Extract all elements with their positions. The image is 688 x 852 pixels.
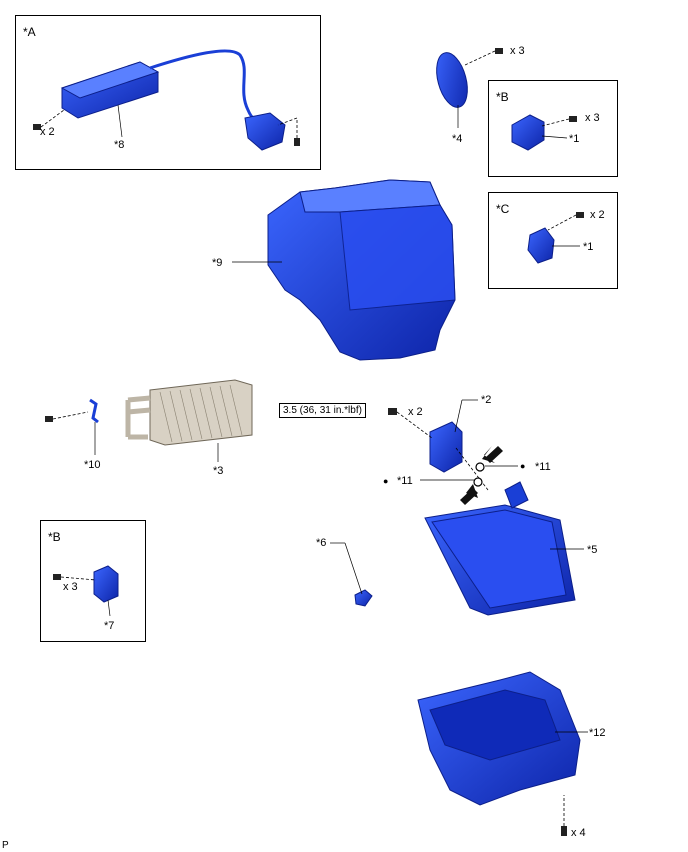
qty-1-c: x 2 [590,209,605,221]
callout-10: *10 [84,459,101,471]
part-1-servo-motor [527,227,580,264]
qty-1-top: x 3 [585,112,600,124]
frame-tag-b-bottom: *B [48,530,61,544]
qty-4: x 3 [510,45,525,57]
bullet-mark: ● [520,461,526,471]
screw-icon [561,795,567,836]
frame-tag-b-top: *B [496,90,509,104]
frame-tag-c: *C [496,202,510,216]
callout-7: *7 [104,620,115,632]
part-2-expansion-valve [429,399,478,473]
arrow-icon [482,446,503,463]
part-4-cover [436,52,468,128]
qty-8: x 2 [40,126,55,138]
screw-icon [541,116,577,127]
screw-icon [277,117,300,146]
screw-icon [45,411,89,422]
screw-icon [547,212,584,231]
part-7-servo-motor [93,565,119,617]
callout-11-right: *11 [535,461,551,473]
callout-1-c: *1 [583,241,594,253]
callout-4: *4 [452,133,463,145]
part-11-o-ring [420,462,518,487]
part-9-air-conditioning-unit-case [232,179,456,361]
screw-icon [464,48,503,66]
screw-icon [33,109,65,130]
inset-frame-b-bottom [40,520,146,642]
callout-3: *3 [213,465,224,477]
callout-9: *9 [212,257,223,269]
screw-icon [53,574,97,581]
part-10-clamp [89,398,99,455]
screw-icon [388,408,489,491]
part-5-evaporator [424,481,584,616]
qty-2: x 2 [408,406,423,418]
callout-1-top: *1 [569,133,580,145]
callout-6: *6 [316,537,327,549]
callout-2: *2 [481,394,492,406]
qty-7: x 3 [63,581,78,593]
torque-spec: 3.5 (36, 31 in.*lbf) [279,403,366,418]
arrow-icon [460,484,478,505]
part-1-servo-motor [511,114,568,151]
inset-frame-b-top [488,80,618,177]
callout-8: *8 [114,139,125,151]
bullet-mark: ● [383,476,389,486]
callout-11-left: *11 [397,475,413,487]
part-3-heater-radiator [125,379,253,462]
part-8-sensor-harness [60,49,286,151]
footer-code: P [2,840,9,851]
frame-tag-a: *A [23,25,36,39]
part-6-sensor [330,542,373,607]
callout-12: *12 [589,727,606,739]
qty-12: x 4 [571,827,586,839]
callout-5: *5 [587,544,598,556]
part-12-lower-case [417,671,588,806]
